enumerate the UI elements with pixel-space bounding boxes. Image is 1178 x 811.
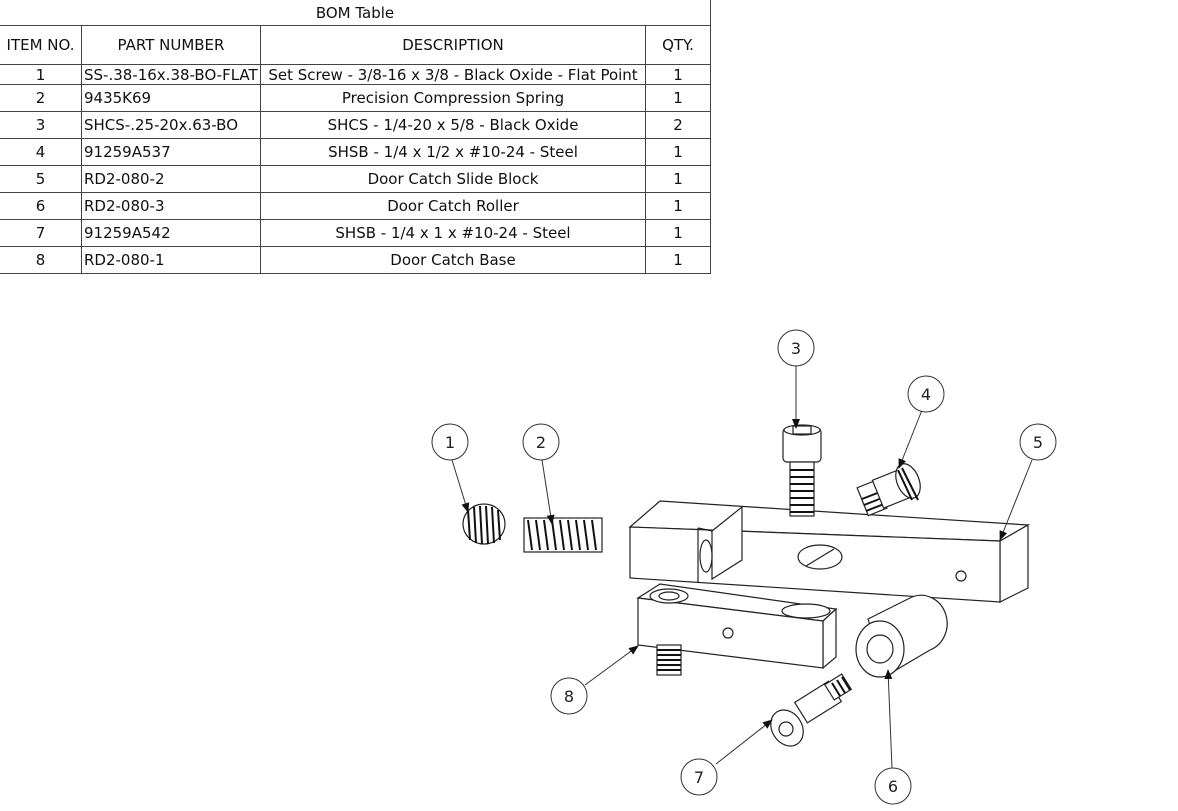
balloon-label: 5 <box>1033 433 1043 452</box>
balloon-label: 2 <box>536 433 546 452</box>
cell-description: Precision Compression Spring <box>260 84 646 112</box>
bom-header-row: ITEM NO. PART NUMBER DESCRIPTION QTY. <box>0 25 711 65</box>
leader-7 <box>715 719 773 765</box>
cell-part: RD2-080-1 <box>81 246 261 274</box>
balloon-label: 8 <box>564 687 574 706</box>
cell-description: Door Catch Slide Block <box>260 165 646 193</box>
balloon-label: 6 <box>888 777 898 796</box>
cell-item: 3 <box>0 111 82 139</box>
balloon-label: 3 <box>791 339 801 358</box>
cell-item: 7 <box>0 219 82 247</box>
table-row: 1 SS-.38-16x.38-BO-FLAT Set Screw - 3/8-… <box>0 64 711 85</box>
bom-title: BOM Table <box>0 0 711 26</box>
balloon-6: 6 <box>874 767 912 805</box>
cell-item: 8 <box>0 246 82 274</box>
bom-table: BOM Table ITEM NO. PART NUMBER DESCRIPTI… <box>0 0 711 274</box>
balloon-5: 5 <box>1019 423 1057 461</box>
cell-part: 9435K69 <box>81 84 261 112</box>
cell-description: Set Screw - 3/8-16 x 3/8 - Black Oxide -… <box>260 64 646 85</box>
balloon-7: 7 <box>680 758 718 796</box>
balloon-2: 2 <box>522 423 560 461</box>
balloon-8: 8 <box>550 677 588 715</box>
leader-4 <box>898 409 923 469</box>
col-header-qty: QTY. <box>645 25 711 65</box>
table-row: 8 RD2-080-1 Door Catch Base 1 <box>0 246 711 274</box>
leader-6 <box>884 669 893 769</box>
table-row: 4 91259A537 SHSB - 1/4 x 1/2 x #10-24 - … <box>0 138 711 166</box>
balloon-label: 7 <box>694 768 704 787</box>
table-row: 2 9435K69 Precision Compression Spring 1 <box>0 84 711 112</box>
cell-qty: 1 <box>645 219 711 247</box>
leader-5 <box>999 459 1033 541</box>
cell-part: 91259A542 <box>81 219 261 247</box>
part-base <box>636 583 838 676</box>
balloon-3: 3 <box>777 329 815 367</box>
part-spring <box>523 517 603 553</box>
col-header-item: ITEM NO. <box>0 25 82 65</box>
table-row: 6 RD2-080-3 Door Catch Roller 1 <box>0 192 711 220</box>
part-set-screw <box>462 503 506 545</box>
part-shsb-short <box>856 463 921 517</box>
balloon-label: 4 <box>921 385 931 404</box>
cell-description: Door Catch Base <box>260 246 646 274</box>
col-header-part: PART NUMBER <box>81 25 261 65</box>
cell-item: 2 <box>0 84 82 112</box>
cell-qty: 1 <box>645 246 711 274</box>
cell-part: SS-.38-16x.38-BO-FLAT <box>81 64 261 85</box>
balloon-label: 1 <box>445 433 455 452</box>
part-shsb-long <box>770 673 853 747</box>
cell-description: Door Catch Roller <box>260 192 646 220</box>
part-shcs <box>782 424 822 517</box>
leader-8 <box>584 645 639 686</box>
leader-2 <box>541 459 555 525</box>
balloon-4: 4 <box>907 375 945 413</box>
cell-qty: 1 <box>645 84 711 112</box>
part-slide-block <box>628 500 1031 603</box>
balloon-1: 1 <box>431 423 469 461</box>
cell-part: SHCS-.25-20x.63-BO <box>81 111 261 139</box>
col-header-description: DESCRIPTION <box>260 25 646 65</box>
table-row: 7 91259A542 SHSB - 1/4 x 1 x #10-24 - St… <box>0 219 711 247</box>
cell-qty: 1 <box>645 138 711 166</box>
table-row: 5 RD2-080-2 Door Catch Slide Block 1 <box>0 165 711 193</box>
leader-1 <box>451 459 470 513</box>
cell-part: RD2-080-2 <box>81 165 261 193</box>
part-roller <box>855 594 948 678</box>
